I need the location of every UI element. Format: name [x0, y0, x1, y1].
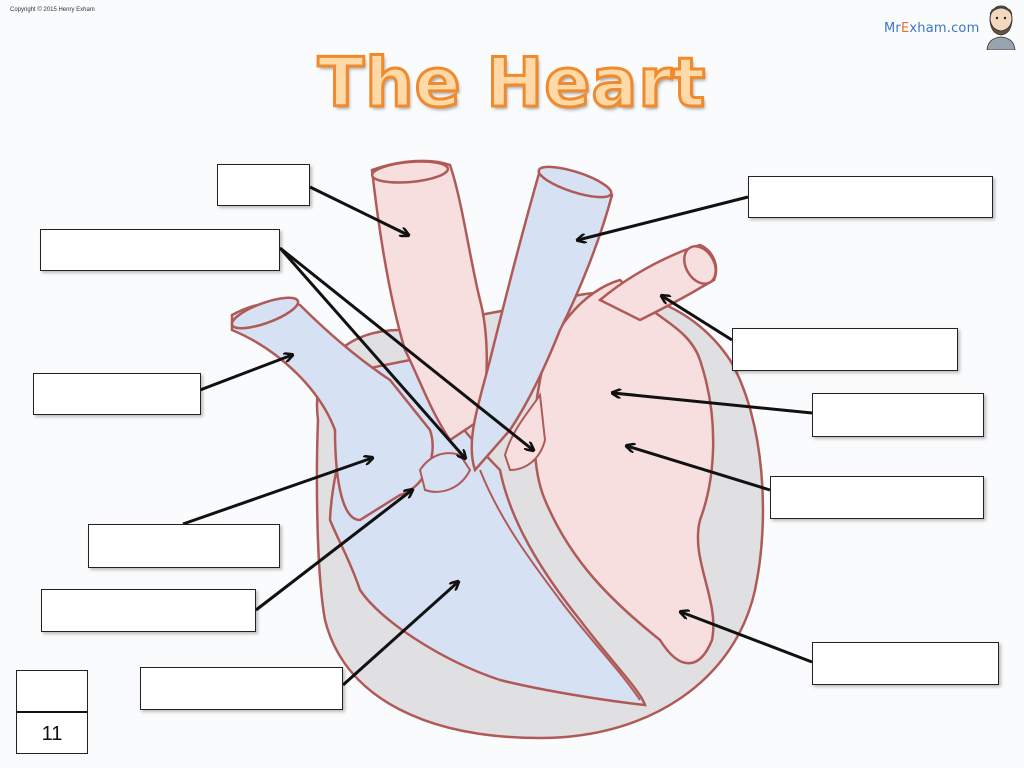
- label-box-4[interactable]: [88, 524, 280, 568]
- arrow-8: [662, 296, 733, 342]
- label-box-11[interactable]: [812, 642, 999, 685]
- arrow-10: [627, 446, 771, 492]
- page-number: 11: [41, 723, 63, 745]
- label-box-6[interactable]: [140, 667, 343, 710]
- label-box-2[interactable]: [40, 229, 280, 271]
- arrow-4: [182, 458, 372, 526]
- arrow-2b: [279, 246, 533, 450]
- superior-vena-cava: [230, 300, 434, 522]
- label-box-7[interactable]: [748, 176, 993, 218]
- arrow-1: [309, 185, 408, 235]
- label-box-9[interactable]: [812, 393, 984, 437]
- tricuspid-valve: [418, 452, 472, 493]
- label-arrows: [182, 185, 813, 687]
- label-box-3[interactable]: [33, 373, 201, 415]
- brand-logo-text: MrExham.com: [884, 21, 979, 36]
- label-box-1[interactable]: [217, 164, 310, 206]
- brand-part-3: xham.com: [909, 21, 980, 36]
- brand-part-1: Mr: [884, 21, 901, 36]
- arrow-7: [578, 195, 749, 240]
- page-title: The Heart: [316, 43, 707, 125]
- brand-part-2: E: [900, 21, 910, 36]
- arrow-5: [255, 490, 412, 612]
- label-box-10[interactable]: [770, 476, 984, 519]
- arrow-6: [341, 582, 458, 687]
- arrow-11: [681, 612, 813, 664]
- author-avatar-icon: [986, 5, 1016, 50]
- arrow-9: [613, 393, 813, 415]
- label-box-5[interactable]: [41, 589, 256, 632]
- arrow-3: [199, 355, 292, 392]
- septum: [479, 469, 641, 701]
- page-number-divider: [17, 711, 87, 713]
- arrow-2a: [278, 247, 465, 458]
- pulmonary-artery: [470, 168, 614, 473]
- copyright-text: Copyright © 2015 Henry Exham: [10, 7, 95, 13]
- label-box-8[interactable]: [732, 328, 958, 371]
- page-number-box: 11: [16, 670, 88, 754]
